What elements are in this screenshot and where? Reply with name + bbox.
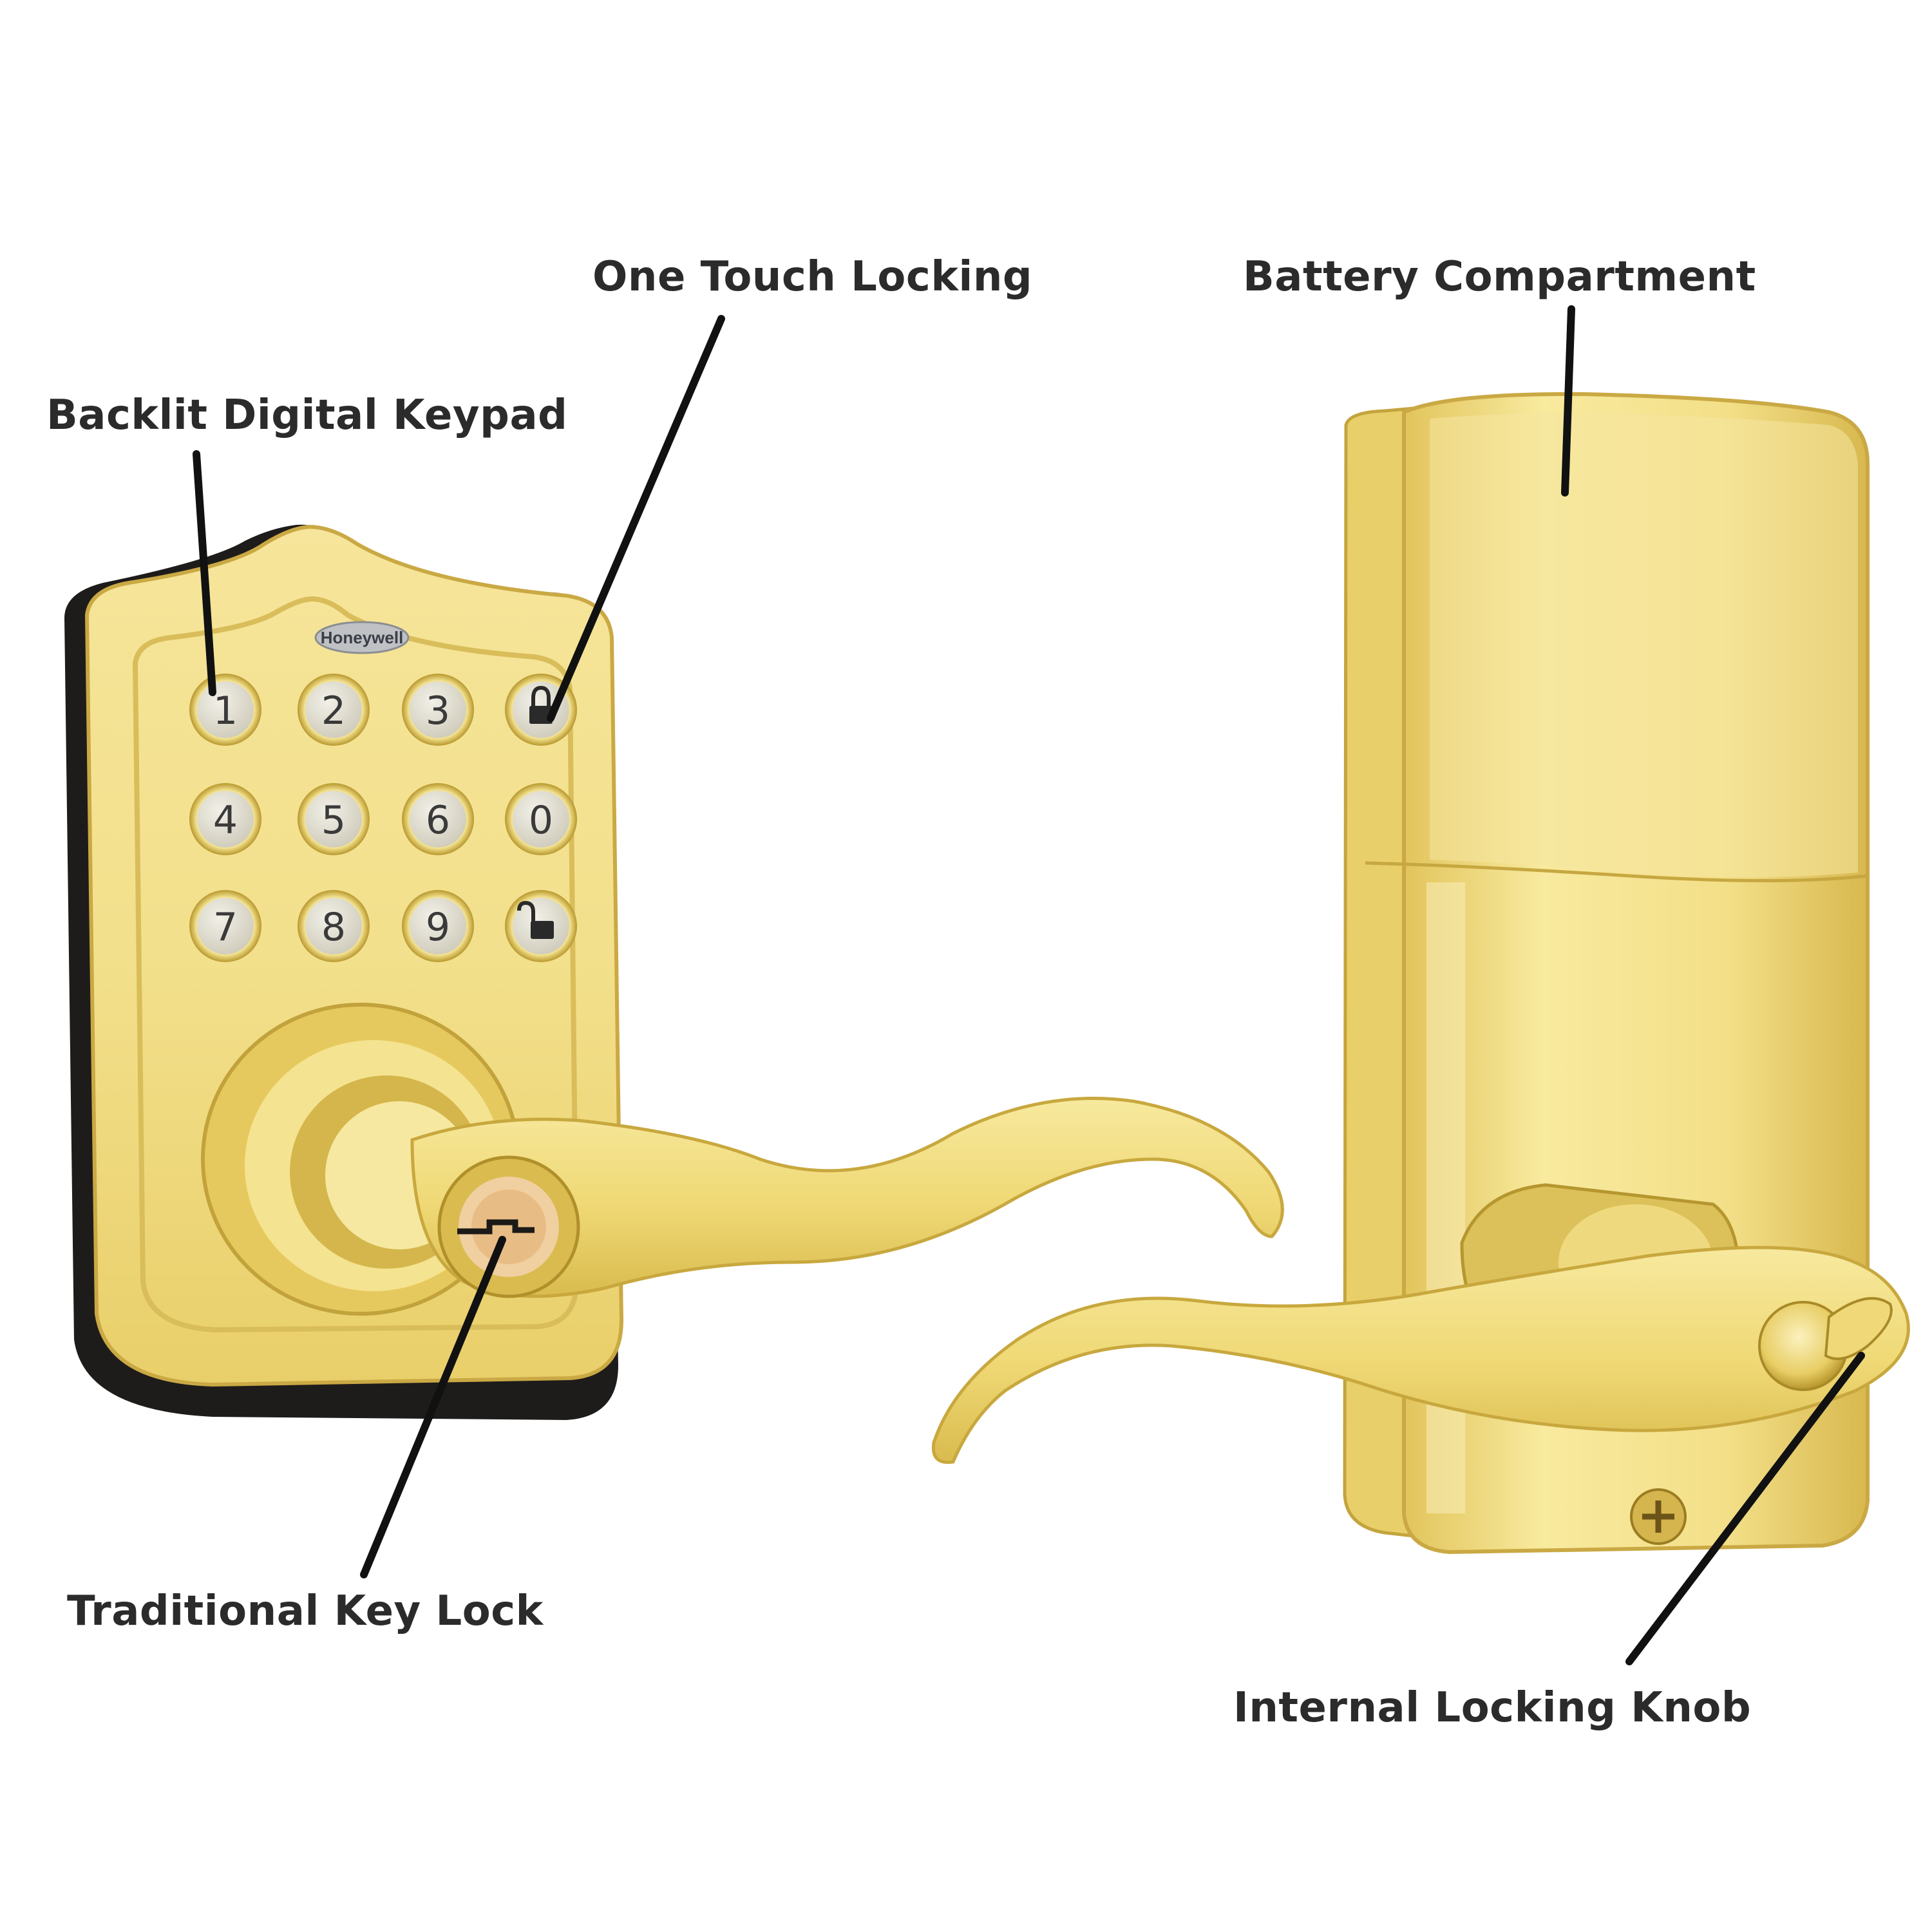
keypad-key-8[interactable]: 8 <box>298 890 370 962</box>
svg-text:1: 1 <box>213 688 238 734</box>
keypad-key-2[interactable]: 2 <box>298 674 370 746</box>
housing-highlight <box>1426 882 1465 1513</box>
keypad-unlock-key[interactable] <box>505 890 577 962</box>
battery-cover-seam <box>1365 861 1868 882</box>
honeywell-badge: Honeywell <box>314 621 410 654</box>
interior-lever-handle[interactable] <box>931 1245 1910 1464</box>
keyway-slot <box>457 1219 535 1235</box>
brand-logo-text: Honeywell <box>321 628 404 647</box>
leader-line-one-touch <box>547 315 725 722</box>
keypad-key-7[interactable]: 7 <box>189 890 261 962</box>
mounting-screw <box>1630 1488 1687 1545</box>
svg-text:9: 9 <box>426 905 450 950</box>
keypad-key-4[interactable]: 4 <box>189 783 261 855</box>
svg-text:5: 5 <box>321 798 346 843</box>
keypad-key-5[interactable]: 5 <box>298 783 370 855</box>
internal-locking-knob[interactable] <box>1758 1297 1893 1391</box>
svg-text:0: 0 <box>529 798 553 843</box>
leader-line-key-lock <box>360 1236 506 1578</box>
leader-line-locking-knob <box>1625 1352 1865 1665</box>
svg-text:7: 7 <box>213 905 238 950</box>
svg-text:6: 6 <box>426 798 450 843</box>
leader-line-keypad <box>193 450 216 696</box>
padlock-closed-icon <box>529 685 553 724</box>
exterior-keypad-unit: Honeywell 1 2 3 <box>64 524 1284 1420</box>
keypad-key-1[interactable]: 1 <box>189 674 261 746</box>
battery-compartment-cover[interactable] <box>1430 413 1858 878</box>
label-battery-compartment: Battery Compartment <box>1243 253 1756 301</box>
svg-text:4: 4 <box>213 798 238 843</box>
svg-text:8: 8 <box>321 905 346 950</box>
label-traditional-key-lock: Traditional Key Lock <box>67 1587 544 1635</box>
key-cylinder[interactable] <box>437 1155 580 1298</box>
keypad-grid: 1 2 3 4 <box>189 674 577 962</box>
interior-unit <box>931 392 1910 1555</box>
leader-line-battery <box>1561 305 1575 497</box>
leader-lines <box>193 305 1865 1665</box>
padlock-open-icon <box>517 900 554 939</box>
label-one-touch-locking: One Touch Locking <box>592 253 1033 301</box>
exterior-lever-handle[interactable] <box>410 1097 1284 1298</box>
keypad-key-3[interactable]: 3 <box>402 674 474 746</box>
keypad-key-6[interactable]: 6 <box>402 783 474 855</box>
label-internal-locking-knob: Internal Locking Knob <box>1233 1684 1752 1732</box>
keypad-key-0[interactable]: 0 <box>505 783 577 855</box>
label-backlit-digital-keypad: Backlit Digital Keypad <box>46 392 568 439</box>
svg-text:2: 2 <box>321 688 346 734</box>
keypad-key-9[interactable]: 9 <box>402 890 474 962</box>
svg-text:3: 3 <box>426 688 450 734</box>
